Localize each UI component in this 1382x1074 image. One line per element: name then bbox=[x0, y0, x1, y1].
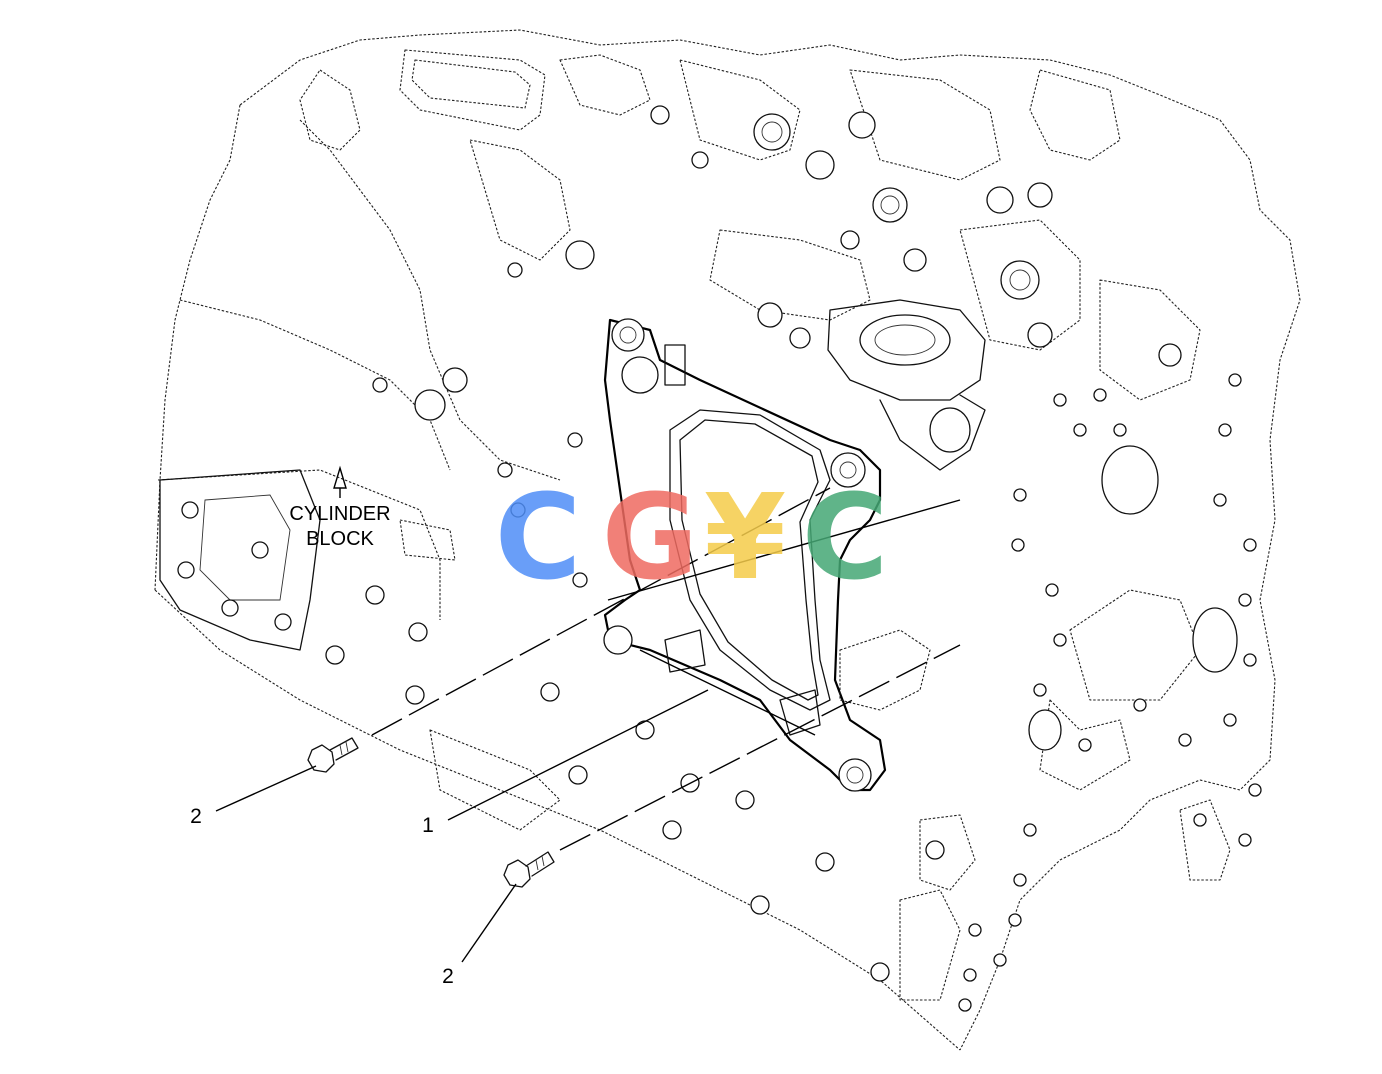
callouts: 2 1 2 bbox=[190, 805, 454, 988]
side-features bbox=[839, 445, 1238, 881]
bolt-lower bbox=[503, 851, 555, 888]
watermark-letter-1: C bbox=[495, 468, 582, 606]
front-face-holes bbox=[958, 373, 1262, 1012]
watermark-letter-2: G bbox=[602, 468, 699, 606]
cylinder-block-outline bbox=[154, 29, 1301, 1051]
thermostat-housing bbox=[827, 299, 986, 471]
lower-block-bosses bbox=[325, 367, 976, 1001]
callout-2-upper: 2 bbox=[190, 805, 202, 828]
cylinder-block-pointer bbox=[333, 465, 347, 498]
front-bracket bbox=[603, 318, 887, 792]
cylinder-head-top bbox=[299, 49, 1201, 401]
left-flange bbox=[159, 469, 321, 651]
top-bosses bbox=[507, 105, 1182, 367]
callout-leaders bbox=[215, 689, 709, 963]
watermark-letter-3: ¥ bbox=[704, 468, 786, 606]
assembly-lines bbox=[371, 487, 961, 851]
watermark: C G ¥ C bbox=[495, 468, 889, 606]
callout-1: 1 bbox=[422, 814, 434, 837]
cylinder-block-label-line1: CYLINDER bbox=[289, 503, 390, 525]
bolt-upper bbox=[307, 737, 359, 773]
cylinder-block-label-line2: BLOCK bbox=[306, 528, 374, 550]
callout-2-lower: 2 bbox=[442, 965, 454, 988]
watermark-letter-4: C bbox=[802, 468, 889, 606]
cylinder-block-label: CYLINDER BLOCK bbox=[289, 503, 390, 550]
